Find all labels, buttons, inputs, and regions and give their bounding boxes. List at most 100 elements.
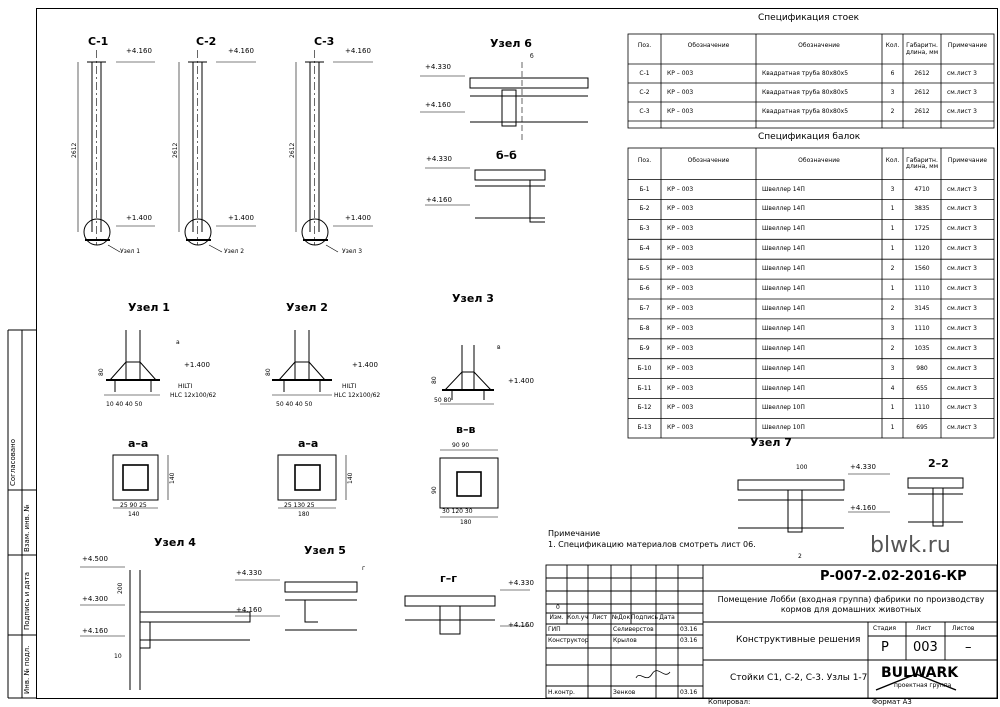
spec-beams-cell: Швеллер 14П bbox=[762, 185, 805, 193]
spec-columns-cell: 3 bbox=[890, 88, 895, 96]
spec-beams-cell: 1 bbox=[890, 404, 895, 412]
section-aa1-drawing bbox=[112, 454, 169, 509]
section-aa2-width: 180 bbox=[298, 511, 310, 518]
spec-beams-cell: 3835 bbox=[914, 205, 930, 213]
node-6-title: Узел 6 bbox=[490, 37, 532, 50]
title-block-header-4: Подпись bbox=[631, 614, 658, 621]
spec-beams-cell: см.лист 3 bbox=[947, 285, 977, 293]
spec-columns-cell: 2612 bbox=[914, 69, 930, 77]
section-gg-title: г–г bbox=[440, 572, 457, 585]
spec-beams-cell: Б-12 bbox=[637, 404, 652, 412]
strip-sign-date: Подпись и дата bbox=[23, 572, 31, 630]
node-3-height: 80 bbox=[431, 376, 438, 384]
node-1-title: Узел 1 bbox=[128, 301, 170, 314]
spec-beams-cell: 1110 bbox=[914, 324, 930, 332]
left-strip-grid bbox=[7, 329, 36, 699]
node-1-anchor-brand: HILTI bbox=[178, 383, 193, 390]
section-aa2-height: 140 bbox=[347, 472, 354, 484]
spec-columns-cell: С-2 bbox=[639, 88, 650, 96]
spec-beams-header-5: Примечание bbox=[947, 156, 988, 164]
spec-beams-cell: см.лист 3 bbox=[947, 304, 977, 312]
spec-beams-cell: 1 bbox=[890, 424, 895, 432]
spec-beams-cell: КР – 003 bbox=[667, 404, 694, 412]
spec-beams-cell: см.лист 3 bbox=[947, 384, 977, 392]
spec-beams-cell: см.лист 3 bbox=[947, 225, 977, 233]
spec-columns-cell: Квадратная труба 80х80х5 bbox=[762, 107, 849, 115]
title-block-name: Крылов bbox=[613, 637, 637, 644]
watermark: blwk.ru bbox=[870, 533, 951, 558]
spec-beams-cell: Швеллер 14П bbox=[762, 344, 805, 352]
node-3-dims: 50 80 bbox=[434, 397, 452, 404]
spec-beams-cell: Б-11 bbox=[637, 384, 652, 392]
section-22-title: 2–2 bbox=[928, 457, 949, 470]
strip-inv-orig: Инв. № подл. bbox=[23, 645, 31, 694]
company-name: BULWARK bbox=[881, 665, 959, 681]
column-c1-bottom-mark: +1.400 bbox=[126, 214, 152, 222]
spec-beams-cell: КР – 003 bbox=[667, 324, 694, 332]
spec-columns-header-0: Поз. bbox=[637, 42, 652, 49]
section-bb-title: б–б bbox=[496, 149, 517, 162]
title-block-date: 03.16 bbox=[680, 626, 698, 633]
object-name: Помещение Лобби (входная группа) фабрики… bbox=[717, 595, 985, 615]
node-2-anchor-type: HLC 12x100/62 bbox=[334, 392, 381, 399]
section-vv-width: 180 bbox=[460, 519, 472, 526]
node-7-cut: 2 bbox=[798, 553, 802, 560]
node-1-drawing bbox=[104, 330, 160, 396]
section-bb-drawing bbox=[425, 167, 546, 223]
node-2-dims: 50 40 40 50 bbox=[276, 401, 313, 408]
title-block-grid bbox=[545, 564, 998, 699]
title-block-name: Селиверстов bbox=[613, 626, 654, 633]
node-3-cut: в bbox=[497, 344, 501, 351]
spec-beams-cell: Швеллер 14П bbox=[762, 205, 805, 213]
section-gg-mark-bottom: +4.160 bbox=[508, 621, 534, 629]
spec-beams-cell: Швеллер 14П bbox=[762, 245, 805, 253]
spec-columns-header-2: Обозначение bbox=[798, 42, 840, 49]
spec-beams-cell: Швеллер 10П bbox=[762, 424, 805, 432]
section-name: Конструктивные решения bbox=[736, 635, 861, 645]
spec-columns-cell: 2 bbox=[890, 107, 895, 115]
spec-beams-cell: 1110 bbox=[914, 404, 930, 412]
column-c2-node-ref: Узел 2 bbox=[224, 248, 245, 255]
title-block-date: 03.16 bbox=[680, 637, 698, 644]
spec-beams-cell: 1110 bbox=[914, 285, 930, 293]
spec-beams-cell: КР – 003 bbox=[667, 304, 694, 312]
spec-beams-cell: Б-5 bbox=[639, 265, 650, 273]
sheets-total: – bbox=[965, 640, 972, 655]
spec-beams-cell: см.лист 3 bbox=[947, 364, 977, 372]
spec-beams-header-0: Поз. bbox=[637, 156, 652, 164]
spec-beams-cell: Б-13 bbox=[637, 424, 652, 432]
section-vv-drawing bbox=[439, 449, 499, 518]
node-5-mark-bottom: +4.160 bbox=[236, 606, 262, 614]
spec-beams-cell: 4 bbox=[890, 384, 895, 392]
title-block-name: Зенков bbox=[613, 689, 636, 696]
column-c3-top-mark: +4.160 bbox=[345, 47, 371, 55]
spec-beams-cell: см.лист 3 bbox=[947, 205, 977, 213]
spec-beams-grid bbox=[627, 147, 995, 439]
node-3-drawing bbox=[440, 345, 494, 405]
spec-beams-cell: 1 bbox=[890, 245, 895, 253]
sheets-header: Листов bbox=[952, 625, 975, 632]
title-block-header-3: №Док bbox=[611, 614, 631, 621]
spec-beams-cell: 1 bbox=[890, 225, 895, 233]
spec-beams-cell: Швеллер 14П bbox=[762, 225, 805, 233]
spec-columns-title: Спецификация стоек bbox=[758, 13, 860, 23]
spec-beams-cell: Швеллер 14П bbox=[762, 324, 805, 332]
spec-columns-cell: Квадратная труба 80х80х5 bbox=[762, 88, 849, 96]
spec-columns-header-4: Габаритн. длина, мм bbox=[905, 42, 939, 56]
section-aa2-dims: 25 130 25 bbox=[284, 502, 315, 509]
spec-beams-cell: 3145 bbox=[914, 304, 930, 312]
node-4-mark-3: +4.160 bbox=[82, 627, 108, 635]
spec-beams-cell: 1 bbox=[890, 285, 895, 293]
spec-beams-cell: Швеллер 14П bbox=[762, 285, 805, 293]
node-2-drawing bbox=[272, 330, 332, 396]
section-bb-mark-top: +4.330 bbox=[426, 155, 452, 163]
sheet-frame bbox=[36, 8, 998, 699]
column-c2-bottom-mark: +1.400 bbox=[228, 214, 254, 222]
spec-beams-cell: 695 bbox=[916, 424, 928, 432]
node-6-cut: б bbox=[530, 53, 534, 60]
node-3-mark: +1.400 bbox=[508, 377, 534, 385]
spec-beams-cell: Швеллер 14П bbox=[762, 384, 805, 392]
spec-beams-cell: 3 bbox=[890, 185, 895, 193]
column-c3-length: 2612 bbox=[289, 142, 296, 158]
spec-beams-cell: Б-2 bbox=[639, 205, 650, 213]
